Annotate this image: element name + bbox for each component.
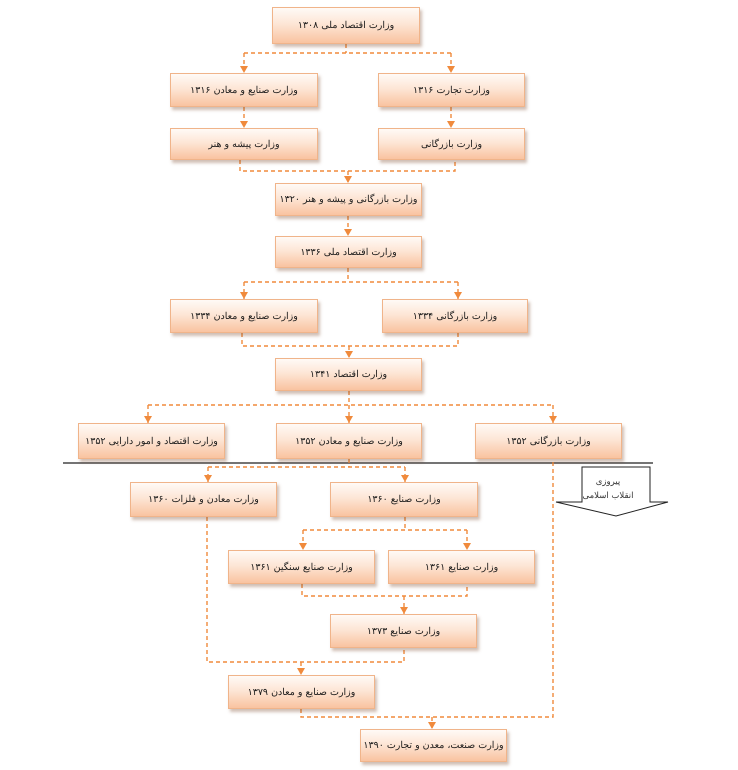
- node-b19: وزارت صنایع و معادن ۱۳۷۹: [228, 675, 375, 709]
- arrowhead-icon: [144, 416, 152, 423]
- node-b12: وزارت صنایع و معادن ۱۳۵۲: [276, 423, 422, 459]
- connector-b19-b13-merge: [300, 459, 554, 718]
- arrowhead-icon: [549, 416, 557, 423]
- node-label: وزارت صنعت، معدن و تجارت ۱۳۹۰: [363, 740, 504, 751]
- arrowhead-icon: [428, 722, 436, 729]
- node-b6: وزارت بازرگانی و پیشه و هنر ۱۳۲۰: [275, 183, 422, 216]
- node-label: وزارت صنایع سنگین ۱۳۶۱: [250, 561, 353, 573]
- node-label: وزارت اقتصاد ملی ۱۳۰۸: [297, 20, 395, 31]
- node-b18: وزارت صنایع ۱۳۷۳: [330, 614, 477, 648]
- node-b9: وزارت بازرگانی ۱۳۳۴: [382, 299, 528, 333]
- node-b8: وزارت صنایع و معادن ۱۳۳۴: [170, 299, 318, 333]
- arrowhead-icon: [344, 176, 352, 183]
- node-b15: وزارت صنایع ۱۳۶۰: [330, 482, 478, 517]
- node-label: وزارت بازرگانی و پیشه و هنر ۱۳۲۰: [279, 194, 418, 205]
- arrowhead-icon: [240, 121, 248, 128]
- arrowhead-icon: [240, 66, 248, 73]
- node-label: وزارت صنایع و معادن ۱۳۵۲: [295, 435, 403, 447]
- arrowhead-icon: [345, 416, 353, 423]
- node-b1: وزارت اقتصاد ملی ۱۳۰۸: [272, 7, 420, 44]
- node-b10: وزارت اقتصاد ۱۳۴۱: [275, 358, 422, 391]
- connector-b14-b18-merge: [206, 517, 405, 663]
- node-label: وزارت تجارت ۱۳۱۶: [413, 84, 491, 96]
- arrowhead-icon: [463, 543, 471, 550]
- node-label: وزارت صنایع و معادن ۱۳۷۹: [247, 686, 356, 698]
- node-label: وزارت صنایع ۱۳۷۳: [366, 625, 441, 637]
- arrowhead-icon: [204, 475, 212, 482]
- revolution-down-arrow-icon: [555, 466, 669, 517]
- arrowhead-icon: [400, 607, 408, 614]
- node-b17: وزارت صنایع ۱۳۶۱: [388, 550, 535, 584]
- node-b16: وزارت صنایع سنگین ۱۳۶۱: [228, 550, 375, 584]
- node-label: وزارت بازرگانی: [420, 138, 483, 150]
- node-b14: وزارت معادن و فلزات ۱۳۶۰: [130, 482, 277, 517]
- node-b7: وزارت اقتصاد ملی ۱۳۳۶: [275, 236, 422, 268]
- banner-line-1: پیروزی: [595, 477, 621, 487]
- node-b2: وزارت صنایع و معادن ۱۳۱۶: [170, 73, 318, 107]
- revolution-banner-label: پیروزی انقلاب اسلامی: [578, 475, 638, 503]
- connector-b8-b9-merge: [241, 333, 459, 347]
- arrowhead-icon: [454, 292, 462, 299]
- arrowhead-icon: [345, 351, 353, 358]
- node-label: وزارت معادن و فلزات ۱۳۶۰: [148, 494, 259, 505]
- arrowhead-icon: [401, 475, 409, 482]
- node-b5: وزارت بازرگانی: [378, 128, 525, 160]
- node-label: وزارت اقتصاد ۱۳۴۱: [309, 369, 388, 380]
- connector-b4-b5-merge: [239, 160, 456, 172]
- node-label: وزارت صنایع و معادن ۱۳۳۴: [190, 310, 298, 322]
- arrowhead-icon: [240, 292, 248, 299]
- node-label: وزارت صنایع و معادن ۱۳۱۶: [190, 84, 298, 96]
- arrowhead-icon: [297, 668, 305, 675]
- node-b11: وزارت اقتصاد و امور دارایی ۱۳۵۲: [78, 423, 225, 459]
- node-label: وزارت بازرگانی ۱۳۵۲: [506, 435, 591, 447]
- node-label: وزارت پیشه و هنر: [208, 138, 280, 150]
- node-label: وزارت اقتصاد و امور دارایی ۱۳۵۲: [85, 435, 218, 447]
- connector-b16-b17-merge: [301, 584, 468, 597]
- node-label: وزارت اقتصاد ملی ۱۳۳۶: [300, 246, 397, 258]
- arrowhead-icon: [299, 543, 307, 550]
- node-b20: وزارت صنعت، معدن و تجارت ۱۳۹۰: [360, 729, 507, 762]
- banner-line-2: انقلاب اسلامی: [582, 491, 634, 501]
- node-label: وزارت صنایع ۱۳۶۰: [367, 494, 441, 505]
- node-label: وزارت بازرگانی ۱۳۳۴: [412, 310, 498, 322]
- node-b4: وزارت پیشه و هنر: [170, 128, 318, 160]
- arrowhead-icon: [344, 229, 352, 236]
- arrowhead-icon: [447, 66, 455, 73]
- node-b3: وزارت تجارت ۱۳۱۶: [378, 73, 525, 107]
- node-label: وزارت صنایع ۱۳۶۱: [424, 561, 499, 573]
- node-b13: وزارت بازرگانی ۱۳۵۲: [475, 423, 622, 459]
- arrowhead-icon: [447, 121, 455, 128]
